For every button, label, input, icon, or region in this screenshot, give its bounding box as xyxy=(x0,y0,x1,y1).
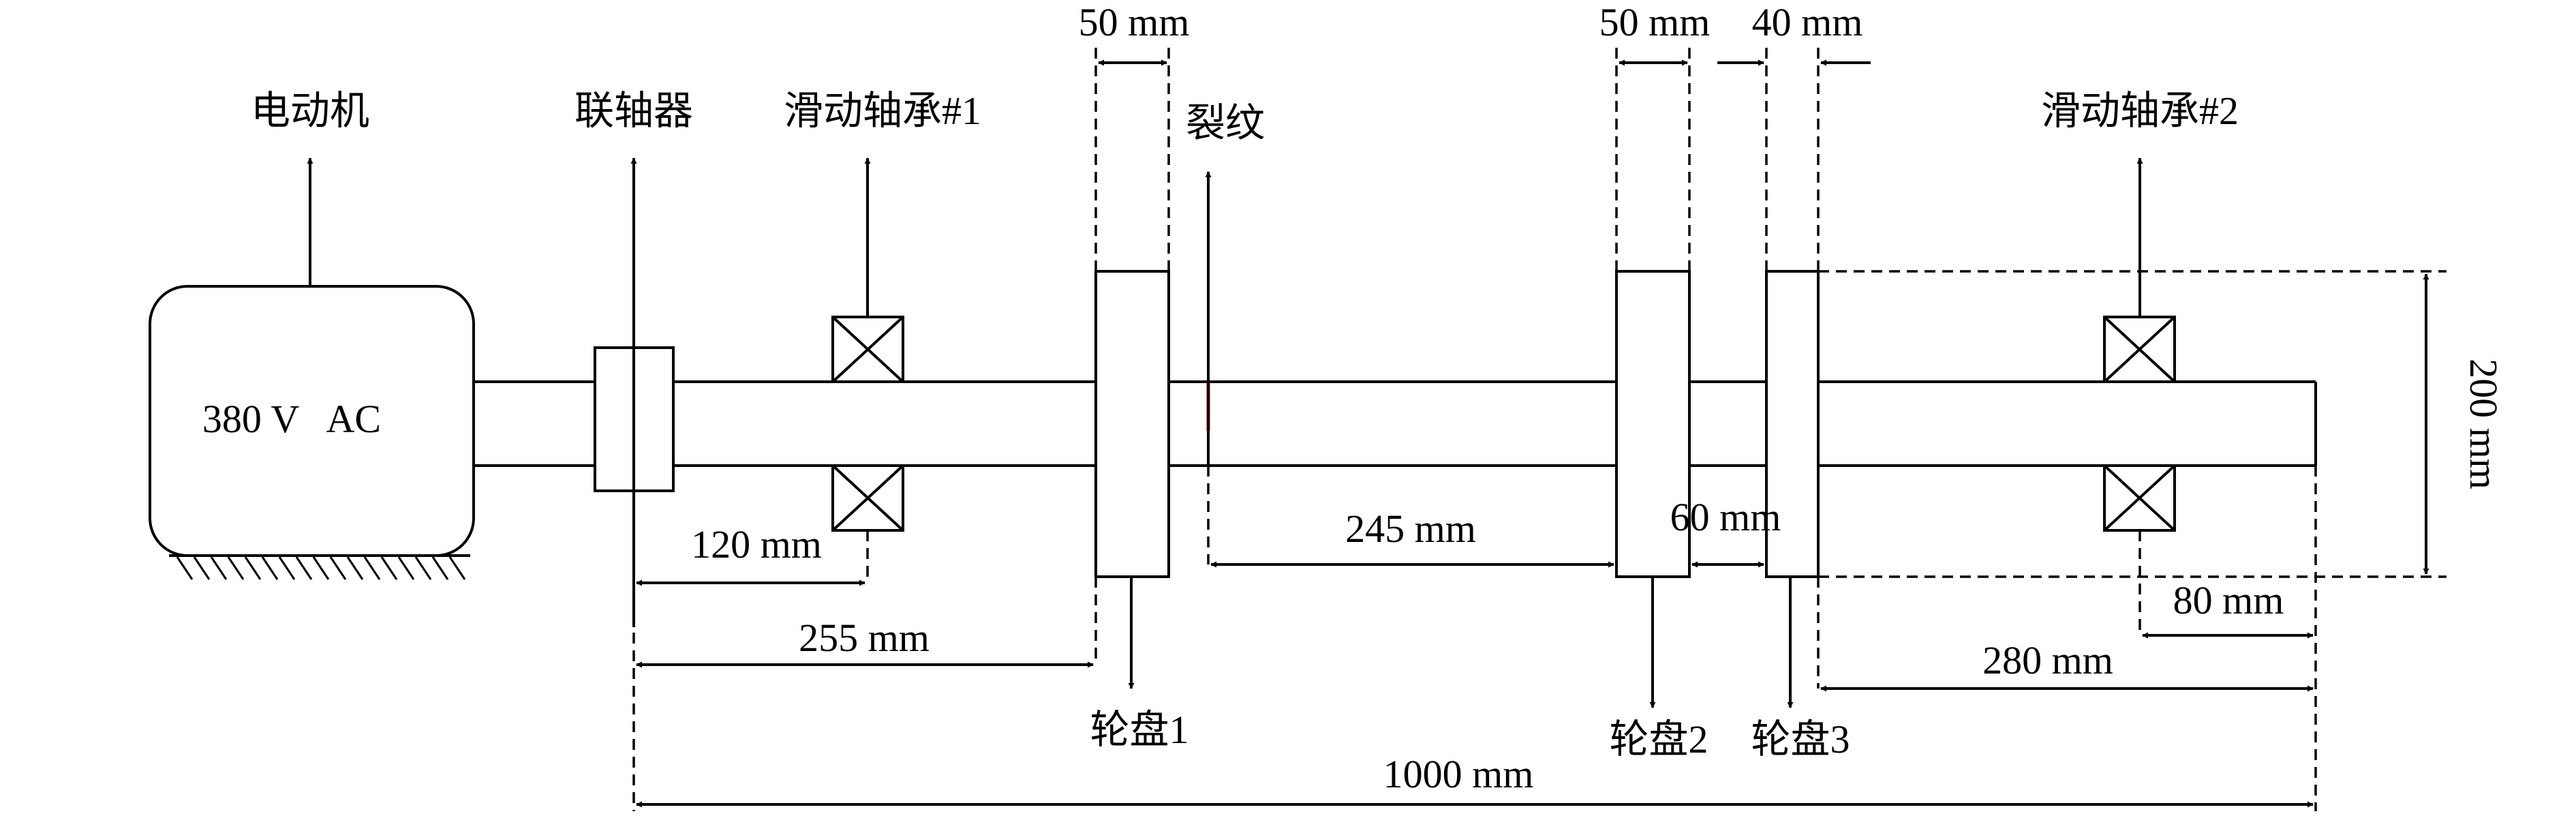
bearing-2-upper xyxy=(2103,316,2176,383)
bearing-1 xyxy=(831,316,904,532)
bearing-2 xyxy=(2103,316,2176,532)
bearing-1-label: 滑动轴承#1 xyxy=(784,89,981,133)
disk-2-width-label: 50 mm xyxy=(1599,0,1711,44)
disk-3-width-label: 40 mm xyxy=(1752,0,1863,44)
diameter-label: 200 mm xyxy=(2462,359,2506,489)
crack-label: 裂纹 xyxy=(1186,101,1265,145)
dim-1000mm-label: 1000 mm xyxy=(1383,752,1534,796)
dim-280mm-label: 280 mm xyxy=(1982,638,2113,682)
dim-245mm: 245 mm xyxy=(1210,507,1614,568)
dim-120mm-label: 120 mm xyxy=(691,522,822,566)
dim-1000mm: 1000 mm xyxy=(636,752,2314,808)
disk-2-label: 轮盘2 xyxy=(1609,717,1708,761)
disk-2-width-dimension: 50 mm xyxy=(1599,0,1711,66)
dim-280mm: 280 mm xyxy=(1820,638,2314,692)
coupling-label: 联轴器 xyxy=(574,89,693,133)
bearing-2-lower xyxy=(2103,464,2176,532)
motor-label: 电动机 xyxy=(251,89,369,133)
dim-60mm-label: 60 mm xyxy=(1670,495,1781,539)
disk-3 xyxy=(1765,270,1820,578)
disk-3-width-dimension: 40 mm xyxy=(1717,0,1871,66)
dim-80mm: 80 mm xyxy=(2142,578,2314,639)
disk-1-width-dimension: 50 mm xyxy=(1079,0,1190,66)
dim-245mm-label: 245 mm xyxy=(1345,507,1476,551)
dim-80mm-label: 80 mm xyxy=(2173,578,2284,622)
disk-1-width-label: 50 mm xyxy=(1079,0,1190,44)
disk-1 xyxy=(1094,270,1170,578)
motor-spec-label: 380 V AC xyxy=(202,397,381,441)
bearing-2-label: 滑动轴承#2 xyxy=(2041,89,2239,133)
shaft xyxy=(474,380,2317,467)
bearing-1-lower xyxy=(831,464,904,532)
motor: 380 V AC xyxy=(149,285,475,580)
motor-ground-hatching xyxy=(176,556,466,580)
disk-1-label: 轮盘1 xyxy=(1090,708,1189,752)
dim-60mm: 60 mm xyxy=(1670,495,1781,568)
disk-2 xyxy=(1615,270,1691,578)
dim-255mm-label: 255 mm xyxy=(799,616,930,660)
bearing-1-upper xyxy=(831,316,904,383)
diameter-dimension: 200 mm xyxy=(2423,273,2506,575)
dim-120mm: 120 mm xyxy=(636,522,865,586)
disk-3-label: 轮盘3 xyxy=(1751,717,1850,761)
dim-255mm: 255 mm xyxy=(636,616,1094,668)
